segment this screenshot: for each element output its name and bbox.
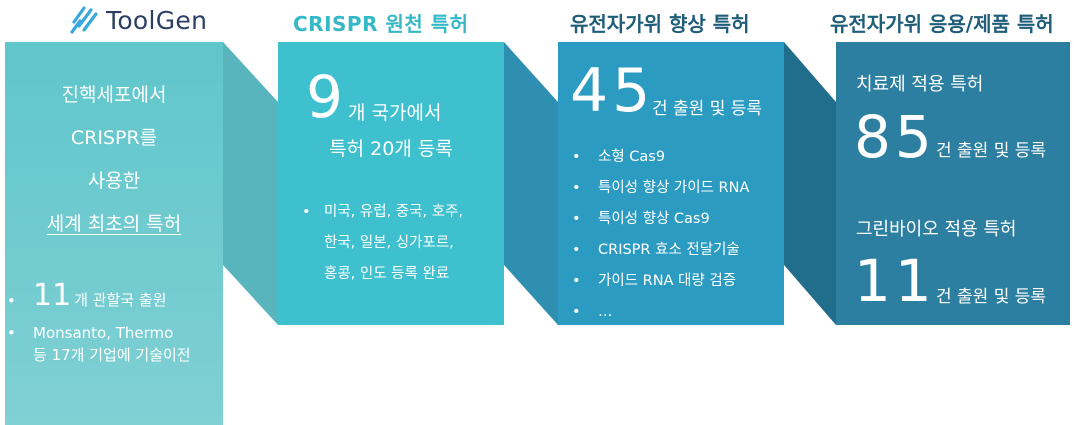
title-underlined: 세계 최초의 특허	[5, 203, 223, 246]
toolgen-logo: ToolGen	[68, 2, 207, 38]
connector-2-3	[504, 42, 558, 325]
improvement-count: 45	[570, 56, 654, 126]
improvement-suffix: 건 출원 및 등록	[652, 94, 762, 119]
list-item: •가이드 RNA 대량 검증	[572, 266, 749, 297]
connector-3-4	[784, 42, 836, 325]
list-item: •소형 Cas9	[572, 142, 749, 173]
list-item: 한국, 일본, 싱가포르,	[302, 228, 463, 259]
title-line-1: 진핵세포에서	[5, 74, 223, 117]
greenbio-suffix: 건 출원 및 등록	[936, 282, 1046, 307]
jurisdiction-bullet: • 11개 관할국 출원	[7, 278, 167, 313]
editing-improvement-box: 45 건 출원 및 등록 •소형 Cas9 •특이성 향상 가이드 RNA •특…	[558, 42, 784, 325]
applications-box: 치료제 적용 특허 85 건 출원 및 등록 그린바이오 적용 특허 11 건 …	[836, 42, 1070, 325]
country-list: •미국, 유럽, 중국, 호주, 한국, 일본, 싱가포르, 홍콩, 인도 등록…	[302, 197, 463, 290]
list-item: •특이성 향상 Cas9	[572, 204, 749, 235]
list-item: •미국, 유럽, 중국, 호주,	[302, 197, 463, 228]
first-patent-box: 진핵세포에서 CRISPR를 사용한 세계 최초의 특허 • 11개 관할국 출…	[5, 42, 223, 425]
country-line-1: 개 국가에서	[348, 98, 441, 125]
bullet-dot: •	[302, 197, 311, 228]
header-crispr-original: CRISPR 원천 특허	[293, 8, 469, 37]
licensing-bullet: • Monsanto, Thermo 등 17개 기업에 기술이전	[7, 322, 191, 366]
first-patent-title: 진핵세포에서 CRISPR를 사용한 세계 최초의 특허	[5, 74, 223, 246]
greenbio-count: 11	[854, 248, 936, 314]
therapeutic-count: 85	[854, 104, 936, 170]
bullet-dot: •	[7, 322, 16, 344]
country-line-2: 특허 20개 등록	[278, 134, 504, 161]
therapeutic-label: 치료제 적용 특허	[856, 70, 983, 96]
therapeutic-suffix: 건 출원 및 등록	[936, 136, 1046, 161]
greenbio-label: 그린바이오 적용 특허	[856, 215, 1016, 241]
list-item: •…	[572, 297, 749, 328]
connector-1-2	[223, 42, 278, 325]
country-count: 9	[306, 64, 343, 130]
bullet-dot: •	[7, 292, 16, 310]
logo-wordmark: ToolGen	[106, 6, 207, 35]
list-item: •CRISPR 효소 전달기술	[572, 235, 749, 266]
header-editing-improvement: 유전자가위 향상 특허	[570, 8, 750, 37]
toolgen-stripes-icon	[68, 4, 100, 36]
title-line-3: 사용한	[5, 160, 223, 203]
header-applications: 유전자가위 응용/제품 특허	[830, 8, 1054, 37]
improvement-list: •소형 Cas9 •특이성 향상 가이드 RNA •특이성 향상 Cas9 •C…	[572, 142, 749, 328]
list-item: •특이성 향상 가이드 RNA	[572, 173, 749, 204]
list-item: 홍콩, 인도 등록 완료	[302, 259, 463, 290]
crispr-original-box: 9 개 국가에서 특허 20개 등록 •미국, 유럽, 중국, 호주, 한국, …	[278, 42, 504, 325]
jurisdiction-count: 11	[33, 278, 71, 313]
licensing-line-2: 등 17개 기업에 기술이전	[33, 344, 191, 366]
title-line-2: CRISPR를	[5, 117, 223, 160]
jurisdiction-text: 개 관할국 출원	[74, 291, 166, 309]
licensing-line-1: Monsanto, Thermo	[33, 322, 191, 344]
